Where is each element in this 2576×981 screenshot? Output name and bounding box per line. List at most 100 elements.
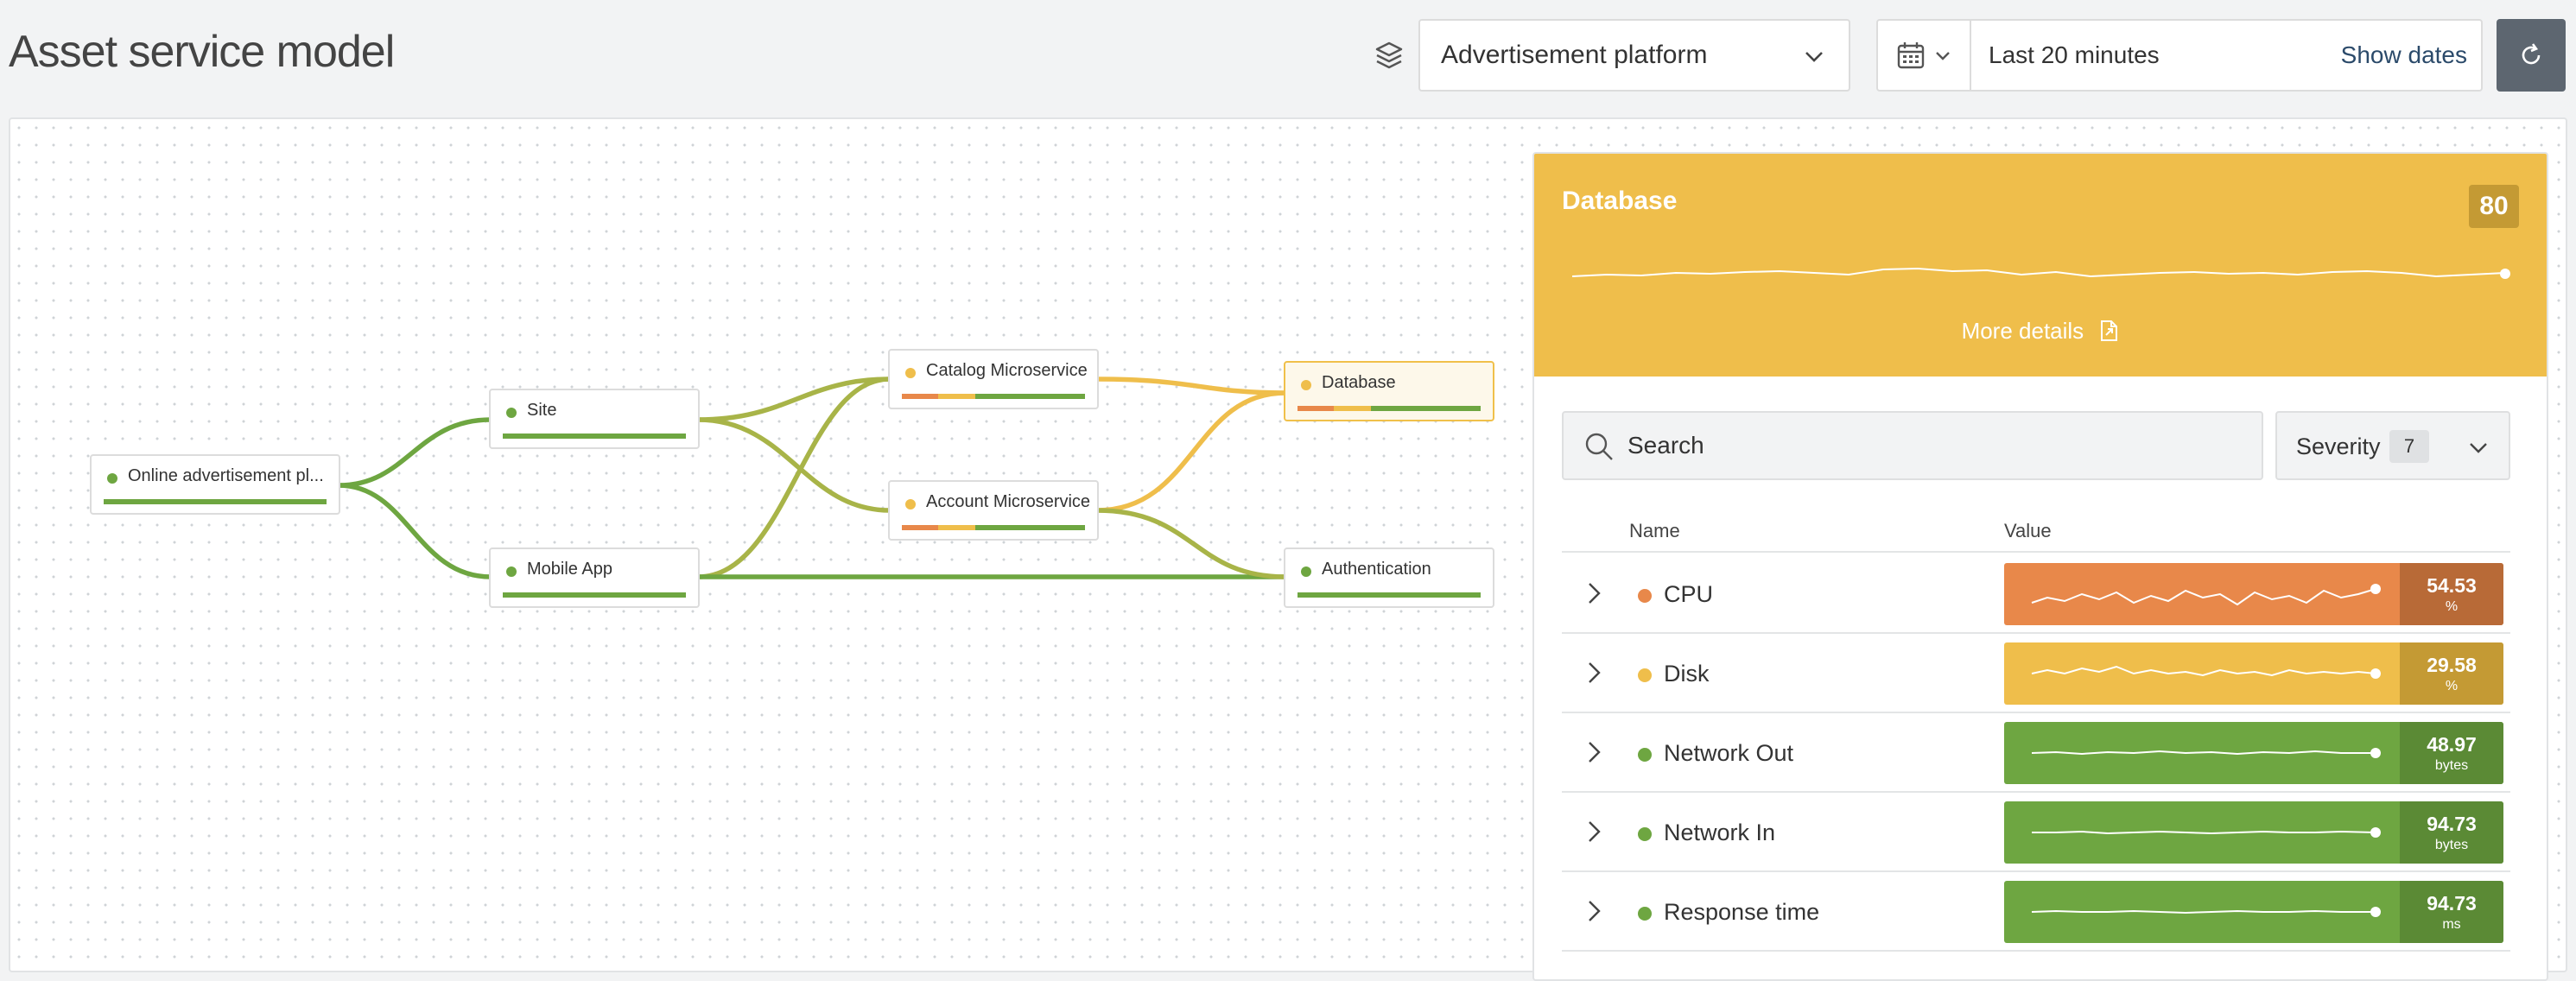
node-label: Authentication (1322, 560, 1431, 579)
calendar-button[interactable] (1878, 21, 1971, 90)
chevron-down-icon (1802, 45, 1826, 73)
column-header-name: Name (1629, 520, 1680, 541)
chevron-down-icon (1936, 52, 1950, 60)
node-authentication[interactable]: Authentication (1284, 547, 1494, 608)
link-online-mobile (338, 483, 492, 579)
health-bar-segment (974, 394, 1012, 399)
search-icon (1585, 433, 1613, 460)
metric-row[interactable]: CPU 54.53 % (1562, 554, 2510, 634)
metric-value: 54.53 (2427, 573, 2477, 597)
node-account-microservice[interactable]: Account Microservice (888, 480, 1099, 541)
details-panel: Database 80 More details (1532, 152, 2548, 981)
external-document-icon (2101, 320, 2118, 341)
metric-name: CPU (1664, 581, 1714, 607)
health-bar (902, 394, 1086, 399)
metric-value-box: 54.53 % (2400, 563, 2503, 625)
metric-name: Response time (1664, 899, 1820, 925)
metric-value-cell: 54.53 % (2004, 563, 2503, 625)
health-bar-segment (1407, 406, 1444, 411)
status-dot (1638, 589, 1652, 603)
metric-value: 94.73 (2427, 891, 2477, 915)
search-field (1562, 411, 2263, 480)
show-dates-link[interactable]: Show dates (2340, 41, 2467, 68)
status-dot (506, 566, 517, 577)
link-site-catalog (697, 377, 891, 422)
node-label: Mobile App (527, 560, 612, 579)
health-sparkline (1572, 267, 2510, 279)
health-bar-segment (902, 394, 939, 399)
status-dot (1638, 748, 1652, 762)
health-bar-segment (1012, 394, 1049, 399)
chevron-right-icon[interactable] (1581, 660, 1607, 690)
health-bar-segment (1370, 406, 1408, 411)
metric-row[interactable]: Response time 94.73 ms (1562, 872, 2510, 952)
metric-sparkline (2031, 748, 2381, 758)
time-range-picker: Last 20 minutes Show dates (1876, 19, 2483, 92)
health-bar-segment (1443, 406, 1482, 411)
platform-select[interactable]: Advertisement platform (1418, 19, 1850, 92)
metric-row[interactable]: Network Out 48.97 bytes (1562, 713, 2510, 793)
status-dot (1638, 907, 1652, 921)
node-label: Catalog Microservice (926, 361, 1088, 380)
health-bar-segment (1298, 592, 1481, 598)
severity-label: Severity (2296, 434, 2381, 459)
link-mobile-catalog (697, 377, 891, 579)
health-bar-segment (1048, 394, 1086, 399)
chevron-right-icon[interactable] (1581, 898, 1607, 928)
health-bar (104, 499, 327, 504)
health-bar (902, 525, 1086, 530)
chevron-down-icon (2467, 437, 2490, 464)
metric-value-box: 48.97 bytes (2400, 722, 2503, 784)
metric-value: 94.73 (2427, 812, 2477, 835)
refresh-icon (2522, 43, 2541, 65)
node-label: Account Microservice (926, 492, 1091, 511)
link-catalog-database (1096, 377, 1286, 396)
chevron-right-icon[interactable] (1581, 739, 1607, 769)
health-bar (1298, 592, 1481, 598)
calendar-icon (1897, 42, 1925, 69)
metric-value: 48.97 (2427, 732, 2477, 756)
health-bar-segment (974, 525, 1012, 530)
severity-filter[interactable]: Severity 7 (2275, 411, 2510, 480)
health-bar-segment (503, 434, 686, 439)
link-account-auth (1096, 508, 1286, 579)
health-bar-segment (1334, 406, 1371, 411)
chevron-right-icon[interactable] (1581, 580, 1607, 611)
details-panel-header: Database 80 More details (1534, 154, 2547, 377)
metric-value-cell: 94.73 bytes (2004, 801, 2503, 864)
health-bar-segment (938, 394, 975, 399)
metric-value-cell: 29.58 % (2004, 642, 2503, 705)
metrics-table-header: Name Value (1562, 516, 2510, 553)
metric-row[interactable]: Disk 29.58 % (1562, 634, 2510, 713)
health-bar-segment (902, 525, 939, 530)
status-dot (905, 368, 916, 378)
metric-name: Network Out (1664, 740, 1794, 766)
metric-unit: % (2445, 678, 2459, 693)
status-dot (905, 499, 916, 509)
service-links (338, 377, 1286, 579)
more-details-link[interactable]: More details (1534, 318, 2547, 345)
status-dot (107, 473, 117, 484)
refresh-button[interactable] (2497, 19, 2566, 92)
node-database[interactable]: Database (1284, 361, 1494, 421)
service-map-canvas: Online advertisement pl... Site Mobile A… (9, 117, 2567, 981)
metric-value-box: 94.73 bytes (2400, 801, 2503, 864)
health-bar-segment (503, 592, 686, 598)
chevron-right-icon[interactable] (1581, 819, 1607, 849)
time-range-value: Last 20 minutes (1989, 41, 2160, 68)
node-site[interactable]: Site (489, 389, 700, 449)
severity-count-badge: 7 (2389, 430, 2429, 463)
health-bar-segment (938, 525, 975, 530)
metric-row[interactable]: Network In 94.73 bytes (1562, 793, 2510, 872)
node-label: Site (527, 401, 557, 420)
node-catalog-microservice[interactable]: Catalog Microservice (888, 349, 1099, 409)
node-mobile-app[interactable]: Mobile App (489, 547, 700, 608)
metric-sparkline (2031, 665, 2381, 679)
metric-sparkline (2031, 584, 2381, 606)
metric-value-box: 29.58 % (2400, 642, 2503, 705)
search-input[interactable] (1627, 427, 2232, 465)
column-header-value: Value (2004, 520, 2052, 541)
status-dot (1638, 827, 1652, 841)
node-online-advertisement-platform[interactable]: Online advertisement pl... (90, 454, 340, 515)
layers-icon[interactable] (1372, 38, 1406, 73)
